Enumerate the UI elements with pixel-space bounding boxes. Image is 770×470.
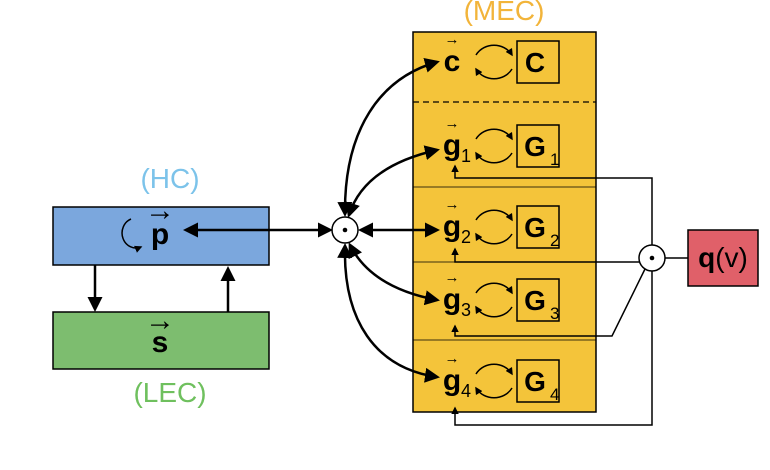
lec-region-label: (LEC) [133,377,206,408]
vector-s-arrow: → [145,304,175,337]
velocity-q-symbol: q [698,242,715,273]
vector-s-symbol: s [152,326,169,359]
mec-matrix-box [516,205,560,249]
lec-box [52,311,270,370]
mec-matrix-box [516,40,560,84]
loop-arrow-top [475,44,513,57]
velocity-to-g1-line [451,164,653,245]
mec-vector-subscript: 3 [461,300,471,320]
mec-matrix-subscript: 2 [550,231,559,250]
loop-arrow-top [475,209,513,222]
mec-vector-symbol: g [443,129,461,162]
loop-arrow-top [475,282,513,295]
operator-g4-arrow [337,243,440,383]
mec-region-label: (MEC) [464,0,545,26]
loop-arrow-bottom [475,67,513,80]
loop-arrow-bottom [475,386,513,399]
velocity-operator-dot [649,255,655,261]
velocity-q-label: q(v) [698,242,748,273]
velocity-to-g3-line [451,268,646,337]
loop-arrow-bottom [475,232,513,245]
mec-matrix-box [516,278,560,322]
mec-matrix-symbol: C [525,47,545,78]
mec-matrix-symbol: G [524,366,546,397]
mec-matrix-symbol: G [524,285,546,316]
loop-arrow-top [475,363,513,376]
circular-arrow-icon [121,218,143,253]
mec-matrix-subscript: 3 [550,304,559,323]
velocity-to-g4-line [451,271,653,426]
vector-p-symbol: p [151,218,169,251]
central-operator-dot [342,227,348,233]
mec-vector-subscript: 2 [461,227,471,247]
mec-matrix-subscript: 4 [550,385,559,404]
velocity-to-g2-line [451,247,640,263]
operator-g1-arrow [345,145,440,218]
velocity-q-arg: (v) [715,242,748,273]
vector-arrow-icon: → [445,350,460,367]
mec-vector-subscript: 4 [461,381,471,401]
loop-arrow-top [475,128,513,141]
velocity-q-box [687,229,759,287]
mec-vector-symbol: g [443,364,461,397]
mec-matrix-symbol: G [524,212,546,243]
mec-matrix-box [516,359,560,403]
loop-arrow-bottom [475,151,513,164]
vector-arrow-icon: → [445,31,460,48]
mec-vector-symbol: g [443,283,461,316]
mec-matrix-subscript: 1 [550,150,559,169]
vector-arrow-icon: → [445,196,460,213]
vector-arrow-icon: → [445,269,460,286]
mec-matrix-box [516,124,560,168]
mec-vector-subscript: 1 [461,146,471,166]
loop-arrow-bottom [475,305,513,318]
hc-region-label: (HC) [140,163,199,194]
mec-box [412,31,597,413]
mec-vector-symbol: g [443,210,461,243]
vector-arrow-icon: → [445,115,460,132]
mec-vector-symbol: c [444,45,461,78]
mec-matrix-symbol: G [524,131,546,162]
vector-p-arrow: → [145,194,175,227]
